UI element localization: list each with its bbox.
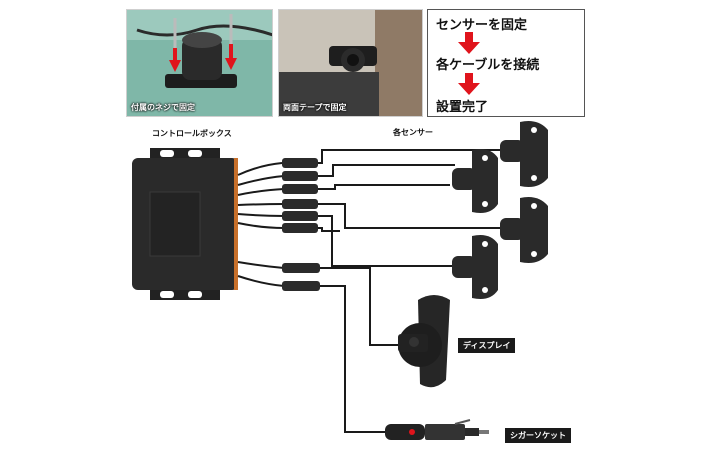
sensors-label: 各センサー — [393, 128, 433, 137]
connector-wires — [237, 162, 285, 287]
control-box — [132, 148, 238, 300]
display-label: ディスプレイ — [458, 338, 516, 353]
sensor-2 — [452, 149, 498, 213]
control-box-label: コントロールボックス — [152, 129, 232, 138]
down-arrow-icon — [458, 32, 480, 54]
install-steps-panel: センサーを固定 各ケーブルを接続 設置完了 — [427, 9, 585, 117]
photo-caption: 付属のネジで固定 — [131, 103, 195, 112]
sensor-cables — [318, 149, 500, 267]
photo-tape-mount: 両面テープで固定 — [278, 9, 423, 117]
step-1: センサーを固定 — [436, 18, 528, 33]
power-cables — [320, 267, 400, 433]
photo-screw-mount: 付属のネジで固定 — [126, 9, 273, 117]
cigar-plug — [385, 419, 489, 440]
photo-caption: 両面テープで固定 — [283, 103, 347, 112]
connectors — [282, 158, 320, 291]
step-3: 設置完了 — [436, 100, 489, 115]
down-arrow-icon — [458, 73, 480, 95]
display-unit — [398, 295, 450, 388]
sensor-4 — [452, 235, 498, 299]
cigar-socket-label: シガーソケット — [505, 428, 571, 443]
sensor-1 — [500, 121, 548, 187]
screw-mount-photo-icon — [127, 10, 272, 116]
step-2: 各ケーブルを接続 — [436, 58, 540, 73]
tape-mount-photo-icon — [279, 10, 422, 116]
sensor-3 — [500, 197, 548, 263]
